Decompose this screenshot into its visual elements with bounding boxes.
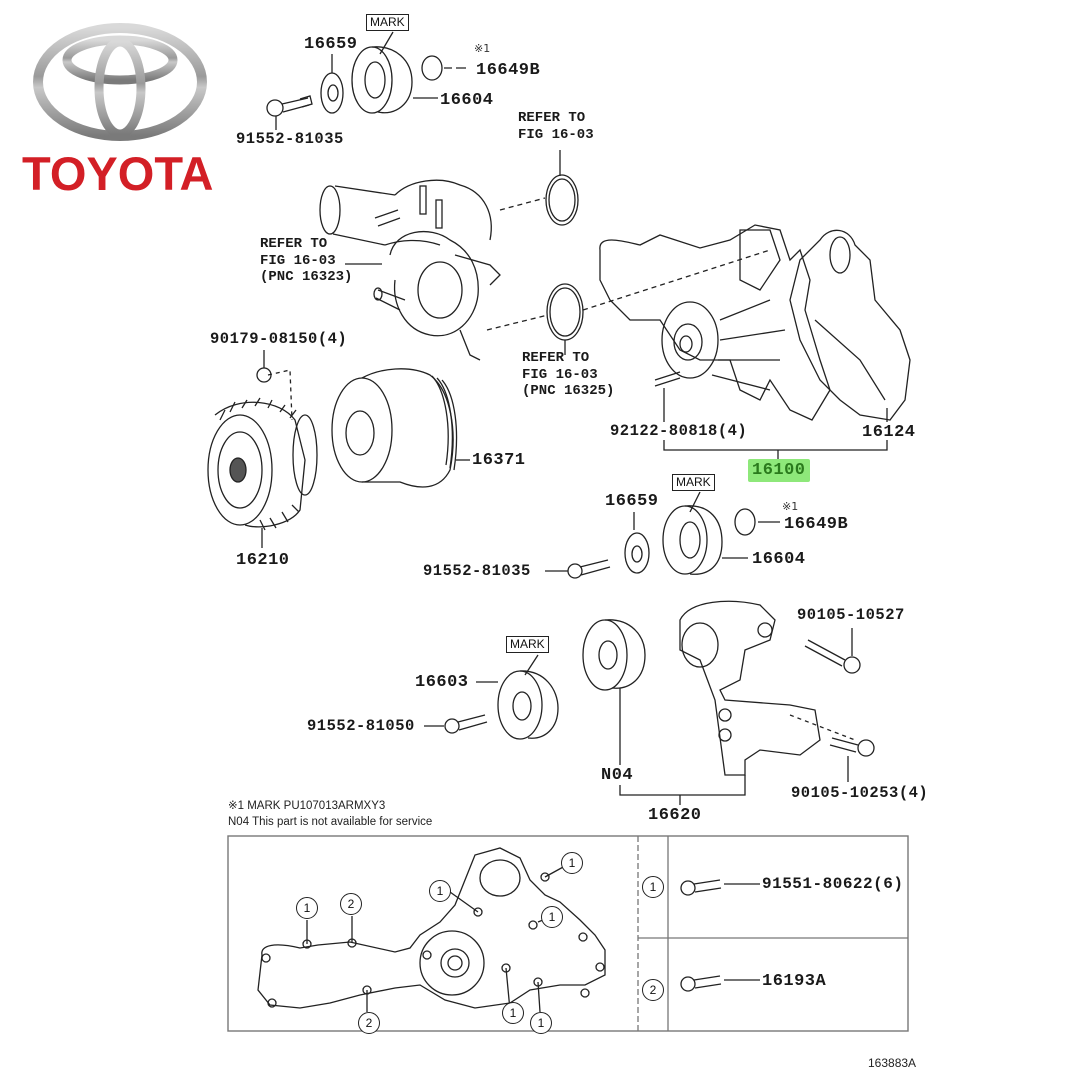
n04-pulley-icon <box>582 619 646 765</box>
table-part-label[interactable]: 91551-80622(6) <box>762 875 904 893</box>
mark-tag: MARK <box>506 636 549 654</box>
part-label[interactable]: 16659 <box>605 492 659 511</box>
bracket-16100 <box>663 440 888 460</box>
low-idler-pulley-icon <box>476 654 559 740</box>
mid-cap-icon <box>734 508 780 536</box>
water-pump-icon <box>599 224 831 422</box>
fan-pulley-icon <box>331 368 470 488</box>
part-label[interactable]: 91552-81050 <box>307 717 415 735</box>
part-label[interactable]: 91552-81035 <box>236 130 344 148</box>
detail-bolt-1-icon <box>680 879 760 896</box>
part-label[interactable]: 16603 <box>415 673 469 692</box>
part-label[interactable]: 16649B <box>784 515 849 534</box>
part-label[interactable]: 90105-10253(4) <box>791 784 929 802</box>
flange-nut-icon <box>256 350 272 383</box>
fluid-coupling-icon <box>207 369 318 548</box>
marker-1: 1 <box>561 852 583 874</box>
part-label[interactable]: 16649B <box>476 61 541 80</box>
water-inlet-housing-icon <box>319 179 501 361</box>
part-label[interactable]: 16124 <box>862 423 916 442</box>
mid-bolt-icon <box>545 559 611 579</box>
table-part-label[interactable]: 16193A <box>762 972 827 991</box>
footnote-1: ※1 MARK PU107013ARMXY3 <box>228 800 386 812</box>
mark-tag: MARK <box>672 474 715 492</box>
part-label[interactable]: N04 <box>601 766 634 785</box>
marker-1: 1 <box>429 880 451 902</box>
tensioner-bolt-lower-icon <box>789 714 875 782</box>
part-label[interactable]: 16659 <box>304 35 358 54</box>
marker-1: 1 <box>530 1012 552 1034</box>
o-ring-lower-icon <box>486 249 771 355</box>
part-label[interactable]: 90105-10527 <box>797 606 905 624</box>
part-label[interactable]: 90179-08150(4) <box>210 330 348 348</box>
tensioner-bolt-upper-icon <box>804 628 861 674</box>
low-bolt-icon <box>424 714 488 734</box>
marker-1: 1 <box>541 906 563 928</box>
footnote-ref: ※1 <box>782 500 799 513</box>
part-label[interactable]: 16620 <box>648 806 702 825</box>
mark-tag: MARK <box>366 14 409 32</box>
highlighted-part-label[interactable]: 16100 <box>748 459 810 482</box>
refer-note: REFER TO FIG 16-03 <box>518 110 594 143</box>
top-bolt-icon <box>266 95 313 130</box>
marker-2: 2 <box>340 893 362 915</box>
marker-1: 1 <box>502 1002 524 1024</box>
mid-washer-icon <box>624 512 650 574</box>
part-label[interactable]: 16210 <box>236 551 290 570</box>
footnote-ref: ※1 <box>474 42 491 55</box>
part-label[interactable]: 16604 <box>752 550 806 569</box>
mid-idler-pulley-icon <box>662 491 748 575</box>
top-idler-pulley-icon <box>351 31 438 114</box>
o-ring-upper-icon <box>499 150 579 226</box>
footnote-2: N04 This part is not available for servi… <box>228 816 433 828</box>
figure-number: 163883A <box>868 1056 917 1070</box>
refer-note: REFER TO FIG 16-03 (PNC 16325) <box>522 350 615 400</box>
part-label[interactable]: 16371 <box>472 451 526 470</box>
brand-name: TOYOTA <box>22 147 214 200</box>
table-key: 2 <box>642 979 664 1001</box>
refer-note: REFER TO FIG 16-03 (PNC 16323) <box>260 236 353 286</box>
top-cap-icon <box>421 55 466 81</box>
marker-1: 1 <box>296 897 318 919</box>
part-label[interactable]: 91552-81035 <box>423 562 531 580</box>
gasket-icon <box>789 229 911 422</box>
gasket-detail-icon <box>257 847 606 1013</box>
detail-box <box>227 835 909 1032</box>
detail-bolt-2-icon <box>680 975 760 992</box>
part-label[interactable]: 16604 <box>440 91 494 110</box>
tensioner-bracket-icon <box>619 600 821 805</box>
table-key: 1 <box>642 876 664 898</box>
marker-2: 2 <box>358 1012 380 1034</box>
part-label[interactable]: 92122-80818(4) <box>610 422 748 440</box>
top-washer-icon <box>320 54 344 114</box>
